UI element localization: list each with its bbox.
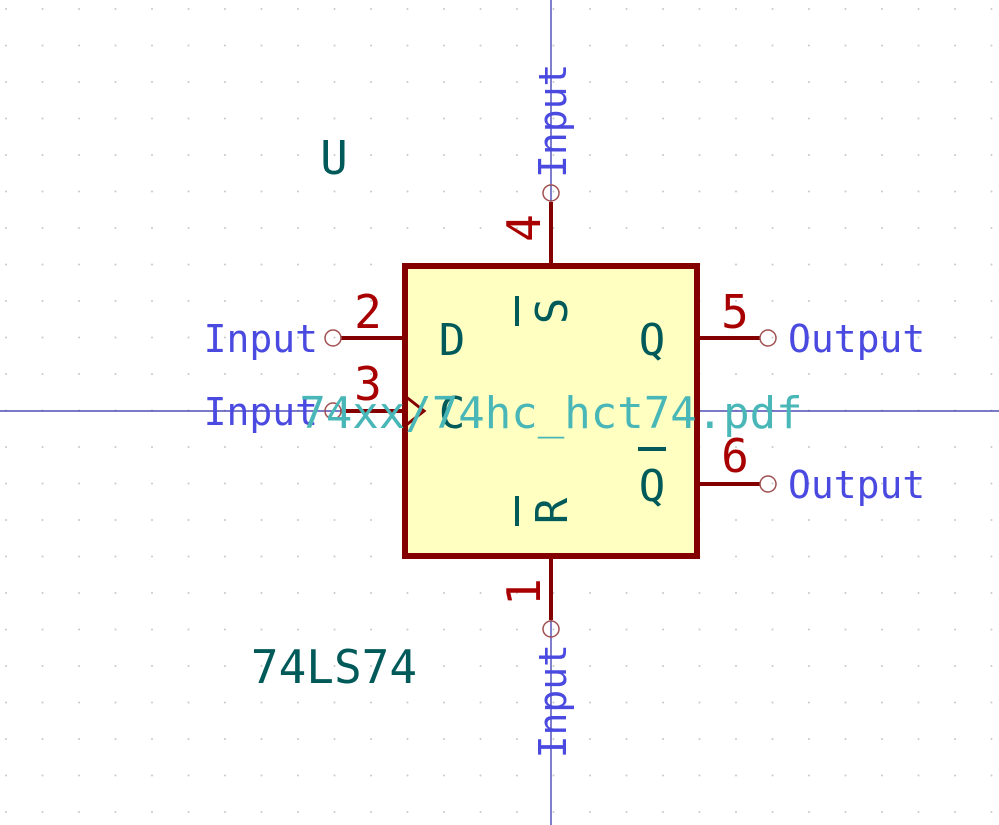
pin-endpoints [324,184,777,638]
pin-q-number: 5 [721,285,749,339]
pin-d-type: Input [204,317,318,361]
pin-clk-type: Input [204,390,318,434]
pin-qbar-type: Output [788,463,925,507]
pin-qbar-number: 6 [721,429,749,483]
pin-d-number: 2 [354,285,382,339]
pin-reset-type: Input [531,644,575,758]
pin-clk-name: C [439,388,466,439]
pin-reset-endpoint[interactable] [542,620,560,638]
component-reference[interactable]: U [320,131,348,185]
pin-set-endpoint[interactable] [542,184,560,202]
pin-d-name: D [439,315,466,366]
pin-q-endpoint[interactable] [759,329,777,347]
clock-triangle [404,394,427,428]
pin-qbar-endpoint[interactable] [759,475,777,493]
pin-clk-endpoint[interactable] [324,402,342,420]
pin-clk-number: 3 [354,357,382,411]
pin-d-endpoint[interactable] [324,329,342,347]
pin-q-name: Q [639,315,666,366]
pin-reset-number: 1 [497,578,551,606]
component-value[interactable]: 74LS74 [251,640,417,694]
pin-q-type: Output [788,317,925,361]
pin-qbar-name: Q [639,461,666,512]
pin-lines [341,202,760,620]
pin-set-name: S [527,298,578,325]
component-body[interactable] [402,263,700,559]
pin-set-type: Input [531,64,575,178]
pin-set-number: 4 [497,214,551,242]
pin-reset-name: R [527,497,578,524]
component-datasheet[interactable]: 74xx/74hc_hct74.pdf [299,388,802,439]
